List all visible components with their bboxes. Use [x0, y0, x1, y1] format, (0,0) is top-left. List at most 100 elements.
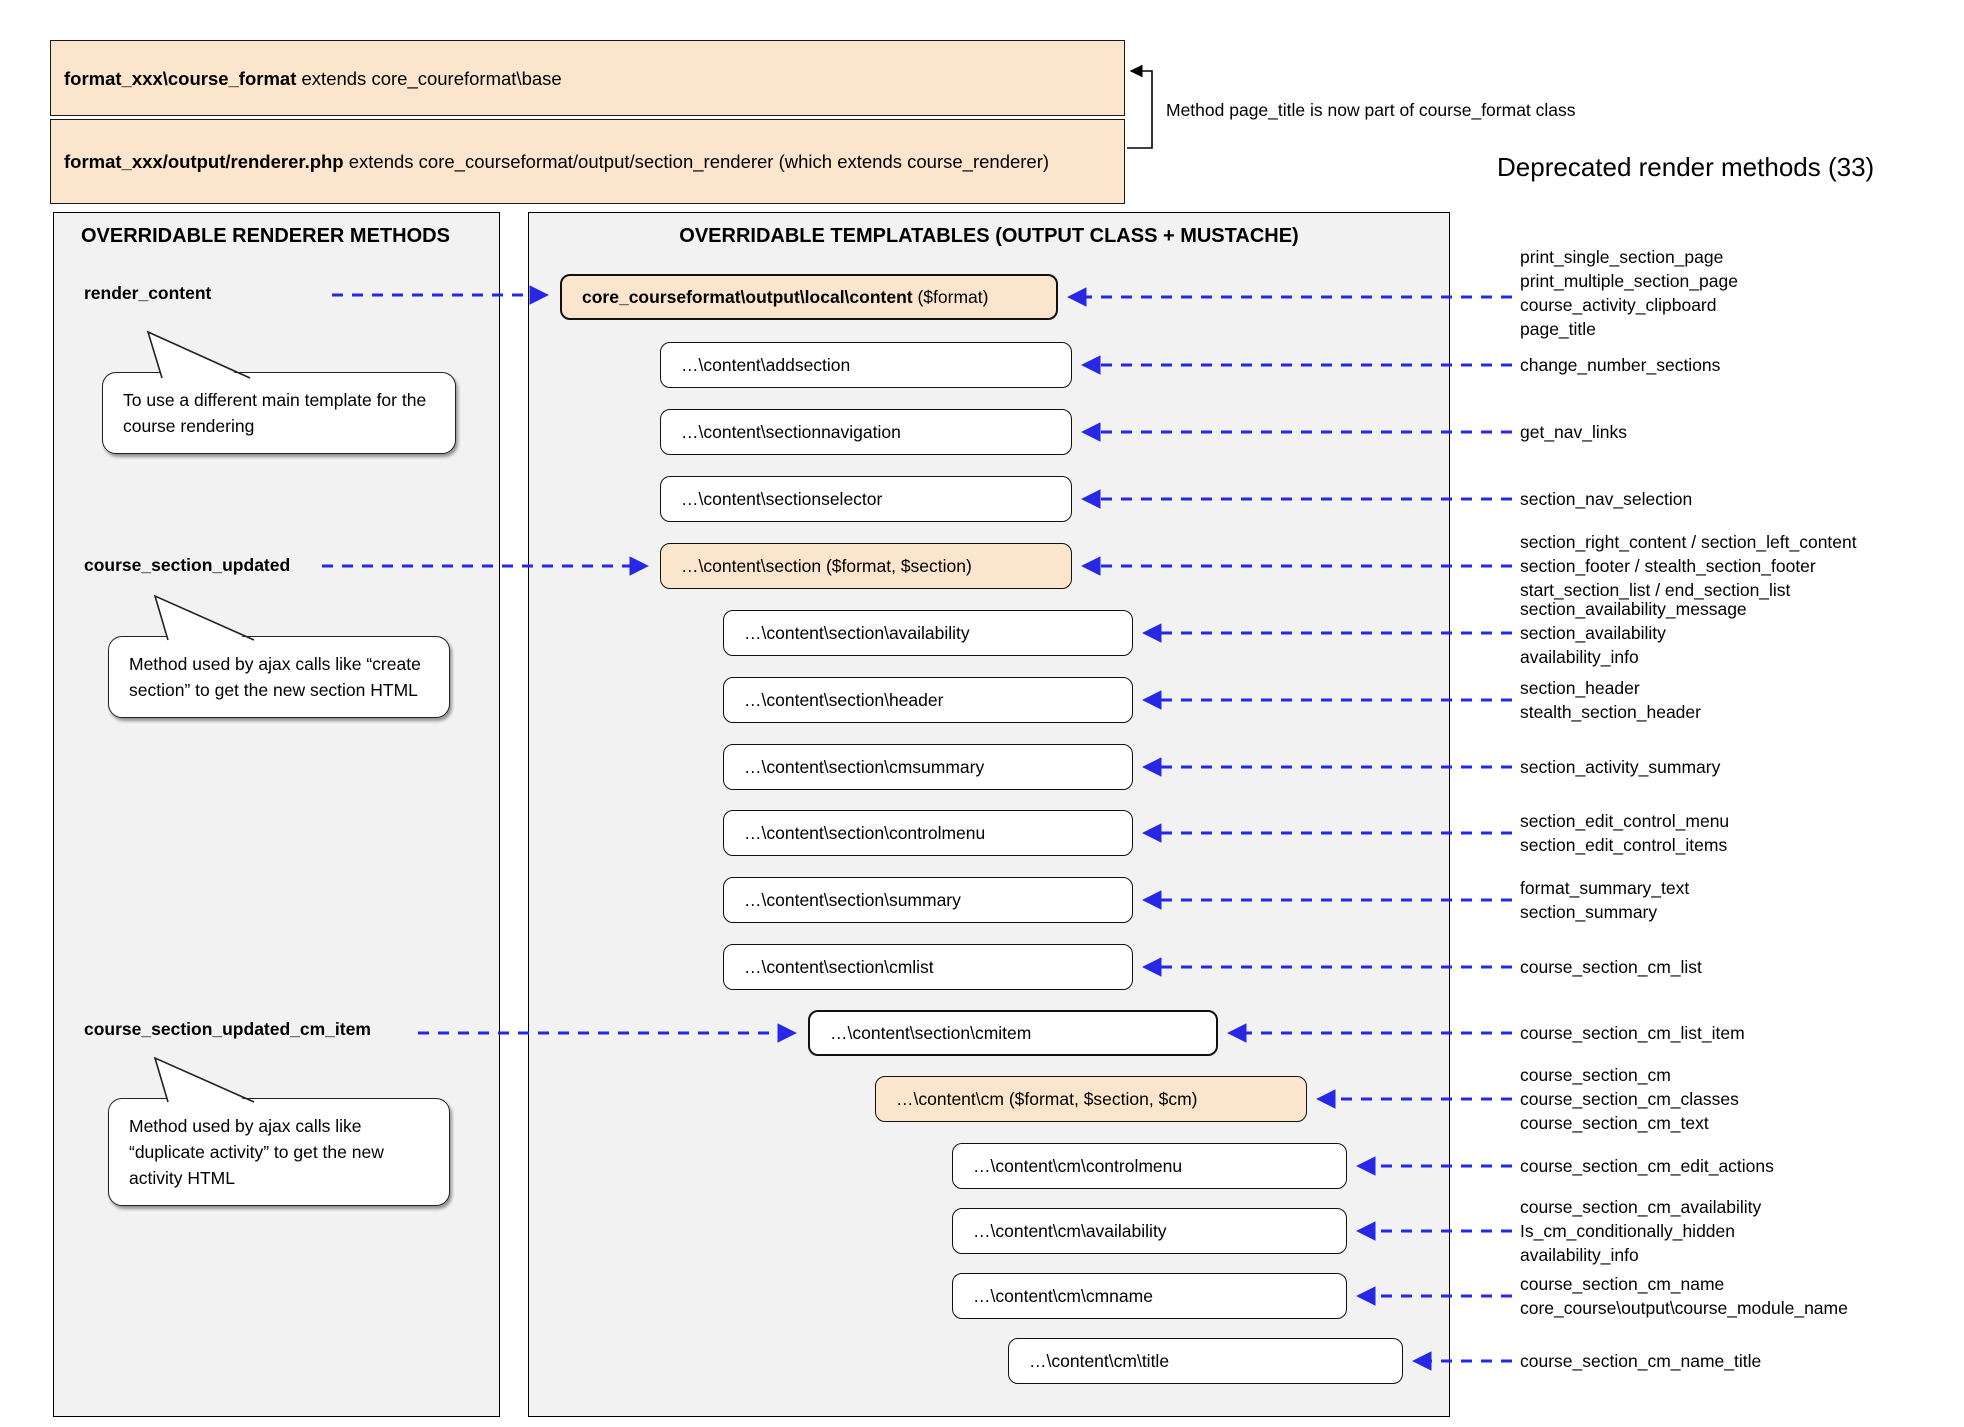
templatable-label: …\content\addsection	[681, 354, 851, 375]
templatable-section-cmsummary: …\content\section\cmsummary	[723, 744, 1133, 790]
class-extends: extends core_courseformat/output/section…	[343, 151, 1050, 172]
templatable-section-summary: …\content\section\summary	[723, 877, 1133, 923]
deprecated-group: section_edit_control_menu section_edit_co…	[1520, 809, 1729, 857]
deprecated-method-line: format_summary_text	[1520, 878, 1690, 898]
deprecated-group: section_activity_summary	[1520, 755, 1720, 779]
deprecated-group: print_single_section_page print_multiple_…	[1520, 245, 1738, 341]
deprecated-method-line: course_section_cm_name	[1520, 1274, 1725, 1294]
templatable-label: …\content\section\cmsummary	[744, 756, 985, 777]
templatable-section: …\content\section ($format, $section)	[660, 543, 1072, 589]
deprecated-method-line: course_section_cm_availability	[1520, 1197, 1762, 1217]
deprecated-method-line: course_section_cm_list	[1520, 957, 1702, 977]
deprecated-method-line: core_course\output\course_module_name	[1520, 1298, 1848, 1318]
templatable-cm: …\content\cm ($format, $section, $cm)	[875, 1076, 1307, 1122]
deprecated-group: format_summary_text section_summary	[1520, 876, 1689, 924]
deprecated-method-line: section_summary	[1520, 902, 1658, 922]
deprecated-method-line: section_right_content / section_left_con…	[1520, 532, 1857, 552]
templatable-label: …\content\section\header	[744, 689, 944, 710]
deprecated-method-line: get_nav_links	[1520, 422, 1628, 442]
deprecated-group: section_right_content / section_left_con…	[1520, 530, 1857, 602]
deprecated-method-line: course_section_cm_list_item	[1520, 1023, 1745, 1043]
deprecated-method-line: start_section_list / end_section_list	[1520, 580, 1791, 600]
renderer-methods-panel-title: OVERRIDABLE RENDERER METHODS	[81, 225, 450, 247]
templatable-addsection: …\content\addsection	[660, 342, 1072, 388]
templatable-params: ($format)	[912, 286, 989, 307]
deprecated-method-line: print_multiple_section_page	[1520, 271, 1738, 291]
deprecated-method-line: course_section_cm_text	[1520, 1113, 1709, 1133]
method-render-content: render_content	[84, 283, 212, 303]
deprecated-method-line: section_availability	[1520, 623, 1666, 643]
deprecated-group: section_header stealth_section_header	[1520, 676, 1701, 724]
deprecated-method-line: section_footer / stealth_section_footer	[1520, 556, 1816, 576]
deprecated-group: course_section_cm_edit_actions	[1520, 1154, 1774, 1178]
deprecated-group: change_number_sections	[1520, 353, 1720, 377]
render-content-callout: To use a different main template for the…	[102, 372, 456, 454]
templatable-label: …\content\section\availability	[744, 622, 970, 643]
page-title-bracket	[1127, 64, 1153, 149]
course-format-class-text: format_xxx\course_format extends core_co…	[64, 66, 562, 91]
deprecated-method-line: availability_info	[1520, 647, 1639, 667]
deprecated-method-line: availability_info	[1520, 1245, 1639, 1265]
templatable-section-availability: …\content\section\availability	[723, 610, 1133, 656]
method-course-section-updated-cm-item: course_section_updated_cm_item	[84, 1019, 371, 1039]
class-name: format_xxx\course_format	[64, 67, 297, 89]
renderer-class-text: format_xxx/output/renderer.php extends c…	[64, 149, 1049, 174]
deprecated-group: course_section_cm_list	[1520, 955, 1702, 979]
templatable-section-cmlist: …\content\section\cmlist	[723, 944, 1133, 990]
deprecated-group: section_nav_selection	[1520, 487, 1692, 511]
templatable-label: …\content\sectionselector	[681, 488, 883, 509]
templatable-cm-title: …\content\cm\title	[1008, 1338, 1403, 1384]
deprecated-group: course_section_cm course_section_cm_class…	[1520, 1063, 1739, 1135]
deprecated-method-line: course_section_cm_edit_actions	[1520, 1156, 1774, 1176]
templatable-label: …\content\section\cmitem	[830, 1022, 1032, 1043]
templatable-label: …\content\section ($format, $section)	[681, 555, 972, 576]
deprecated-method-line: section_header	[1520, 678, 1640, 698]
deprecated-method-line: course_section_cm	[1520, 1065, 1671, 1085]
class-name: format_xxx/output/renderer.php	[64, 151, 344, 172]
templatable-label: …\content\section\cmlist	[744, 956, 934, 977]
templatable-cm-cmname: …\content\cm\cmname	[952, 1273, 1347, 1319]
templatable-label: …\content\section\summary	[744, 889, 961, 910]
course-section-updated-cm-item-callout: Method used by ajax calls like “duplicat…	[108, 1098, 450, 1206]
deprecated-method-line: stealth_section_header	[1520, 702, 1701, 722]
deprecated-method-line: page_title	[1520, 319, 1596, 339]
deprecated-method-line: section_availability_message	[1520, 599, 1747, 619]
deprecated-method-line: course_section_cm_classes	[1520, 1089, 1739, 1109]
deprecated-group: course_section_cm_name_title	[1520, 1349, 1761, 1373]
page-title-note: Method page_title is now part of course_…	[1166, 100, 1576, 120]
deprecated-method-line: change_number_sections	[1520, 355, 1721, 375]
deprecated-method-line: course_section_cm_name_title	[1520, 1351, 1762, 1371]
templatable-cm-controlmenu: …\content\cm\controlmenu	[952, 1143, 1347, 1189]
templatable-label: …\content\cm\cmname	[973, 1285, 1153, 1306]
method-course-section-updated: course_section_updated	[84, 555, 291, 575]
templatable-label: …\content\section\controlmenu	[744, 822, 986, 843]
deprecated-method-line: section_edit_control_menu	[1520, 811, 1730, 831]
templatable-label: …\content\sectionnavigation	[681, 421, 901, 442]
class-extends: extends core_coureformat\base	[296, 67, 562, 89]
templatable-label: …\content\cm\controlmenu	[973, 1155, 1183, 1176]
templatable-label: …\content\cm\availability	[973, 1220, 1167, 1241]
deprecated-method-line: course_activity_clipboard	[1520, 295, 1717, 315]
templatable-section-controlmenu: …\content\section\controlmenu	[723, 810, 1133, 856]
deprecated-method-line: Is_cm_conditionally_hidden	[1520, 1221, 1735, 1241]
deprecated-method-line: print_single_section_page	[1520, 247, 1724, 267]
deprecated-group: course_section_cm_list_item	[1520, 1021, 1745, 1045]
templatables-panel-title: OVERRIDABLE TEMPLATABLES (OUTPUT CLASS +…	[679, 225, 1299, 247]
templatable-label: …\content\cm\title	[1029, 1350, 1170, 1371]
templatable-label: core_courseformat\output\local\content	[582, 286, 913, 307]
deprecated-heading: Deprecated render methods (33)	[1497, 152, 1875, 182]
deprecated-method-line: section_activity_summary	[1520, 757, 1721, 777]
templatable-sectionnavigation: …\content\sectionnavigation	[660, 409, 1072, 455]
renderer-class-box: format_xxx/output/renderer.php extends c…	[50, 119, 1125, 204]
templatable-label: …\content\cm ($format, $section, $cm)	[896, 1088, 1198, 1109]
deprecated-method-line: section_edit_control_items	[1520, 835, 1728, 855]
templatable-section-cmitem: …\content\section\cmitem	[808, 1010, 1218, 1056]
deprecated-method-line: section_nav_selection	[1520, 489, 1693, 509]
deprecated-group: get_nav_links	[1520, 420, 1627, 444]
templatable-cm-availability: …\content\cm\availability	[952, 1208, 1347, 1254]
templatable-content: core_courseformat\output\local\content (…	[560, 274, 1058, 320]
course-section-updated-callout: Method used by ajax calls like “create s…	[108, 636, 450, 718]
deprecated-group: section_availability_message section_avai…	[1520, 597, 1747, 669]
